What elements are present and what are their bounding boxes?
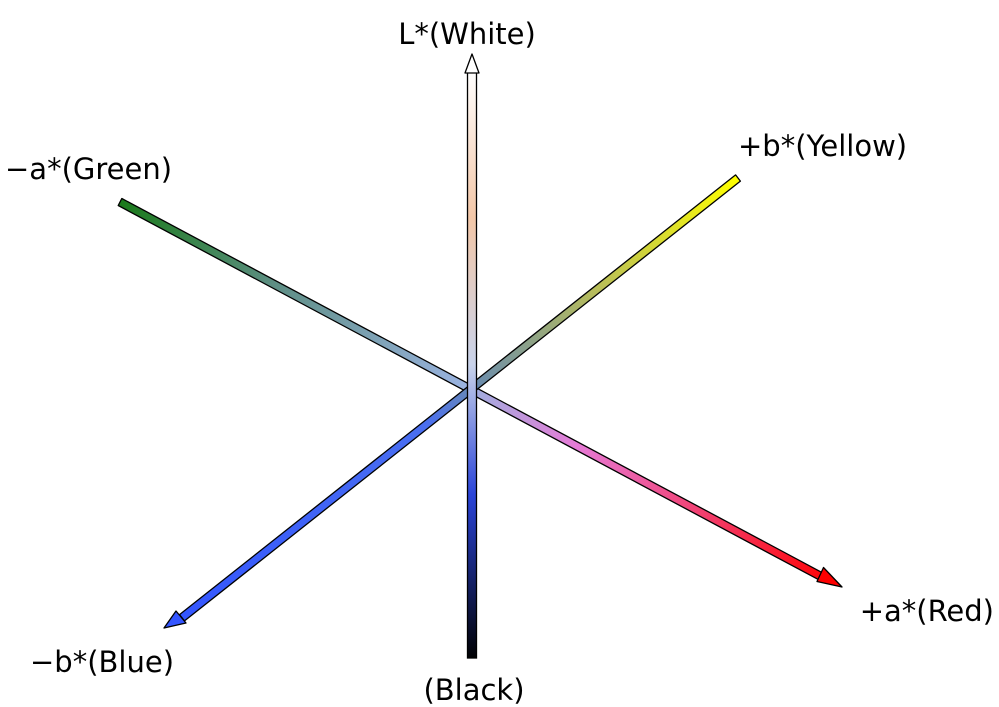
a-red-label: +a*(Red) bbox=[860, 594, 994, 628]
a-green-label: −a*(Green) bbox=[5, 152, 172, 186]
red-arrowhead bbox=[816, 566, 843, 588]
l-axis-shaft bbox=[466, 71, 478, 659]
b-axis bbox=[163, 174, 742, 629]
l-axis bbox=[464, 53, 480, 659]
white-arrowhead bbox=[464, 53, 480, 74]
b-axis-shaft bbox=[178, 174, 742, 622]
l-white-label: L*(White) bbox=[398, 17, 536, 51]
b-blue-label: −b*(Blue) bbox=[30, 645, 174, 679]
b-yellow-label: +b*(Yellow) bbox=[738, 129, 907, 163]
l-black-label: (Black) bbox=[423, 673, 524, 707]
a-axis bbox=[117, 197, 843, 588]
blue-arrowhead bbox=[163, 610, 187, 629]
